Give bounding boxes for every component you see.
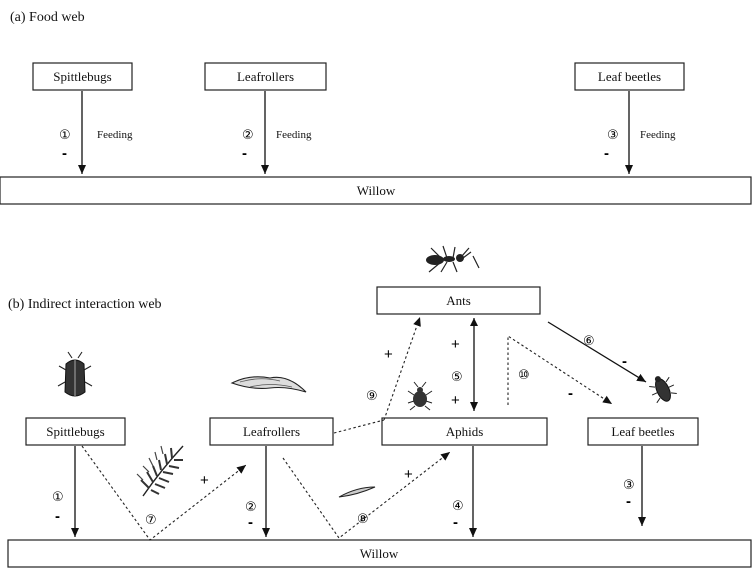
- link-a-sign-2: -: [242, 145, 247, 162]
- aphid-icon: [407, 381, 433, 411]
- panel-b-title: (b) Indirect interaction web: [8, 297, 162, 312]
- node-a-leafrollers-label: Leafrollers: [237, 69, 294, 84]
- link-a-label-1: Feeding: [97, 129, 133, 141]
- link-b-sign-8: +: [404, 466, 413, 483]
- link-a-label-2: Feeding: [276, 129, 312, 141]
- node-a-leaf-beetles: Leaf beetles: [574, 62, 685, 91]
- arrow-b-leafrollers-ants-tail: [333, 419, 385, 434]
- link-b-number-5: ⑤: [451, 370, 463, 385]
- node-a-leafrollers: Leafrollers: [204, 62, 327, 91]
- panel-a: (a) Food web Spittlebugs Leafrollers Lea…: [0, 10, 752, 205]
- arrow-b-leafrollers-aphids: [282, 451, 451, 539]
- link-a-sign-3: -: [604, 145, 609, 162]
- link-b-number-6: ⑥: [583, 334, 595, 349]
- link-b-number-7: ⑦: [145, 513, 157, 528]
- link-b-sign-1: -: [55, 508, 60, 525]
- leafroller-icon: [230, 376, 307, 393]
- panel-b: (b) Indirect interaction web Ants Spittl…: [7, 245, 752, 568]
- node-b-spittlebugs-label: Spittlebugs: [46, 424, 105, 439]
- spittlebug-icon: [57, 351, 93, 397]
- link-a-sign-1: -: [62, 145, 67, 162]
- node-a-spittlebugs: Spittlebugs: [32, 62, 133, 91]
- panel-a-title: (a) Food web: [10, 10, 85, 25]
- arrow-b-ants-leaf-beetles: [547, 321, 647, 383]
- willow-shoot-icon: [136, 445, 184, 497]
- link-a-label-3: Feeding: [640, 129, 676, 141]
- link-b-sign-7: +: [200, 472, 209, 489]
- link-b-sign-10: -: [568, 385, 573, 402]
- link-b-number-3: ③: [623, 478, 635, 493]
- link-b-number-10: ⑩: [518, 368, 530, 383]
- node-a-leaf-beetles-label: Leaf beetles: [598, 69, 661, 84]
- node-a-spittlebugs-label: Spittlebugs: [53, 69, 112, 84]
- node-b-leafrollers-label: Leafrollers: [243, 424, 300, 439]
- arrow-b-leafrollers-ants: [383, 316, 421, 421]
- leaf-beetle-icon: [649, 376, 677, 404]
- node-b-ants: Ants: [376, 286, 541, 315]
- link-b-sign-4: -: [453, 514, 458, 531]
- link-b-sign-3: -: [626, 493, 631, 510]
- node-b-leafrollers: Leafrollers: [209, 417, 334, 446]
- node-b-ants-label: Ants: [446, 293, 471, 308]
- node-b-aphids: Aphids: [381, 417, 548, 446]
- link-b-sign-9: +: [384, 346, 393, 363]
- link-b-number-1: ①: [52, 490, 64, 505]
- link-b-number-4: ④: [452, 499, 464, 514]
- arrow-b-ants-leaf-beetles-indirect: [507, 334, 613, 405]
- link-a-number-1: ①: [59, 128, 71, 143]
- link-b-number-9: ⑨: [366, 389, 378, 404]
- link-b-sign-6: -: [622, 353, 627, 370]
- arrow-b-spittlebugs-leafrollers: [81, 445, 247, 541]
- node-b-willow-label: Willow: [360, 546, 399, 561]
- ant-icon: [426, 245, 480, 273]
- link-b-number-2: ②: [245, 500, 257, 515]
- node-b-willow: Willow: [7, 539, 752, 568]
- link-a-number-2: ②: [242, 128, 254, 143]
- link-b-sign-5-bottom: +: [451, 392, 460, 409]
- node-b-aphids-label: Aphids: [446, 424, 484, 439]
- link-b-sign-2: -: [248, 514, 253, 531]
- node-b-leaf-beetles-label: Leaf beetles: [611, 424, 674, 439]
- link-a-number-3: ③: [607, 128, 619, 143]
- node-a-willow-label: Willow: [357, 183, 396, 198]
- node-a-willow: Willow: [0, 176, 752, 205]
- link-b-sign-5-top: +: [451, 336, 460, 353]
- node-b-leaf-beetles: Leaf beetles: [587, 417, 699, 446]
- leaf-icon: [338, 486, 376, 498]
- node-b-spittlebugs: Spittlebugs: [25, 417, 126, 446]
- link-b-number-8: ⑧: [357, 512, 369, 527]
